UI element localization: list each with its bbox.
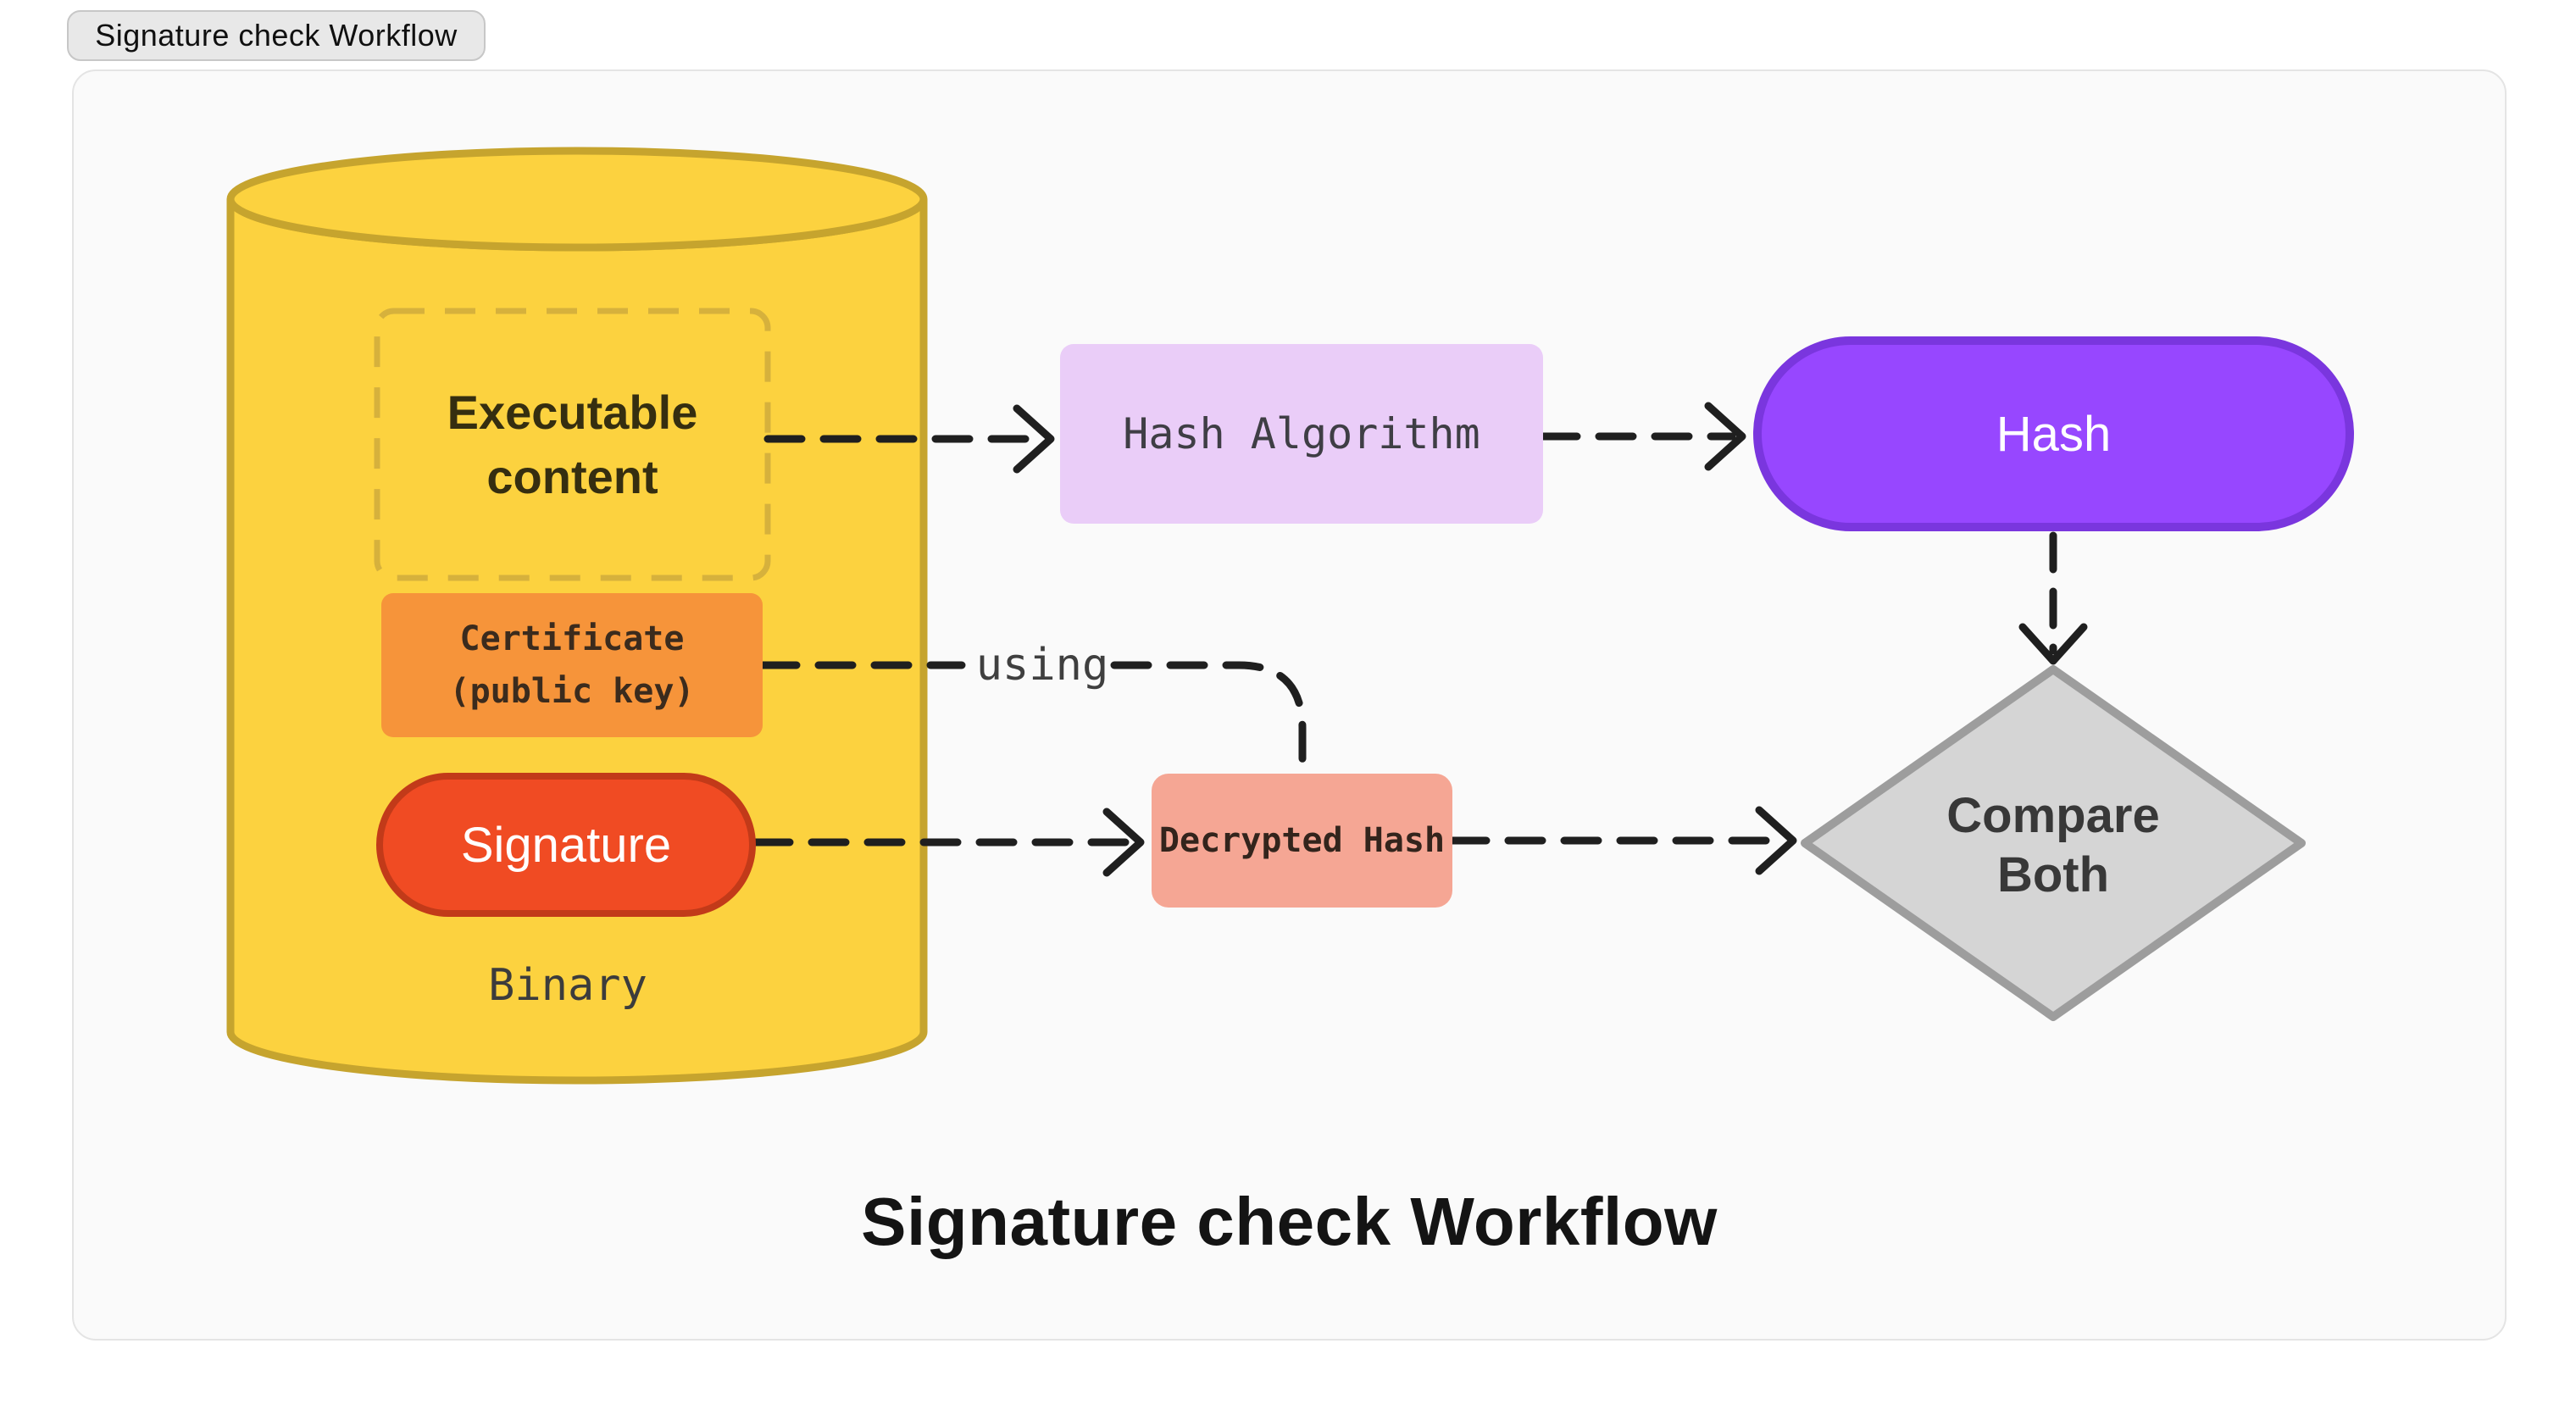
node-hash-algorithm: Hash Algorithm	[1060, 344, 1543, 524]
binary-cylinder-caption: Binary	[488, 960, 647, 1011]
node-signature: Signature	[376, 773, 756, 917]
node-decrypted-hash: Decrypted Hash	[1152, 774, 1452, 908]
node-certificate: Certificate (public key)	[381, 593, 763, 737]
compare-label-line2: Both	[1996, 847, 2110, 902]
certificate-label-line2: (public key)	[449, 672, 695, 711]
page-title: Signature check Workflow	[861, 1184, 1718, 1259]
hash-algorithm-label: Hash Algorithm	[1123, 409, 1480, 458]
hash-label: Hash	[1996, 406, 2112, 462]
compare-both-caption: Compare Both	[1841, 763, 2265, 928]
executable-content-label-line1: Executable	[447, 385, 698, 439]
diagram-tab-label: Signature check Workflow	[95, 18, 458, 53]
signature-label: Signature	[460, 817, 672, 873]
compare-label-line1: Compare	[1946, 787, 2160, 843]
node-hash: Hash	[1753, 336, 2354, 531]
decrypted-hash-label: Decrypted Hash	[1158, 821, 1446, 860]
edge-label-using: using	[975, 640, 1109, 691]
executable-content-label-line2: content	[486, 449, 658, 503]
node-executable-content: Executable content	[377, 311, 768, 578]
certificate-label-line1: Certificate	[459, 619, 685, 658]
diagram-tab[interactable]: Signature check Workflow	[67, 10, 486, 61]
